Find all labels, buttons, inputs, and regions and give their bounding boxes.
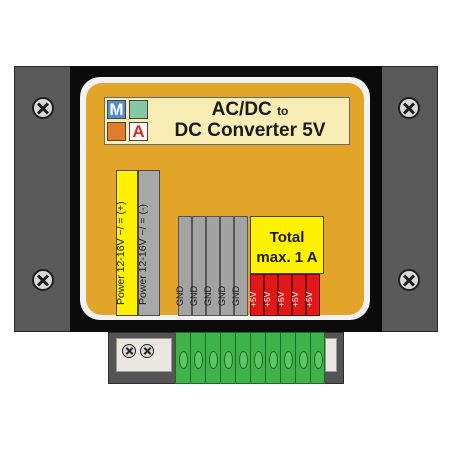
power-positive-label: Power 12-16V ~/ = (+) [115, 201, 127, 305]
gnd-label: GND [175, 286, 185, 306]
screw-icon [32, 97, 54, 119]
connector-pin[interactable] [281, 333, 296, 383]
connector-pin[interactable] [176, 333, 191, 383]
connector-pin[interactable] [311, 333, 326, 383]
v5-strip: +5V [276, 274, 292, 316]
connector-pin[interactable] [296, 333, 311, 383]
v5-strip: +5V [248, 274, 264, 316]
v5-label: +5V [262, 291, 272, 307]
connector-pin[interactable] [236, 333, 251, 383]
connector-slot-icon [193, 351, 203, 369]
screw-icon [398, 97, 420, 119]
screw-icon [398, 269, 420, 291]
connector-slot-icon [253, 351, 263, 369]
connector-pin[interactable] [266, 333, 281, 383]
connector-slot-icon [314, 351, 323, 369]
gnd-label: GND [203, 286, 213, 306]
connector-pin[interactable] [221, 333, 236, 383]
screw-icon [32, 269, 54, 291]
connector-slot-icon [208, 351, 218, 369]
gnd-strip: GND [231, 216, 248, 316]
connector-slot-icon [178, 351, 188, 369]
terminal-end-cap [325, 338, 337, 372]
v5-strip: +5V [304, 274, 320, 316]
v5-label: +5V [248, 291, 258, 307]
terminal-screw-icon[interactable] [140, 344, 154, 358]
total-current-label: Total max. 1 A [250, 216, 324, 274]
gnd-strip: GND [189, 216, 206, 316]
logo-letter-a: A [129, 122, 148, 141]
title-main: AC/DC [211, 99, 272, 120]
brand-logo: M A [104, 97, 154, 145]
gnd-label: GND [189, 286, 199, 306]
power-positive-strip: Power 12-16V ~/ = (+) [115, 170, 138, 316]
connector-slot-icon [298, 351, 308, 369]
connector-slot-icon [283, 351, 293, 369]
connector-slot-icon [238, 351, 248, 369]
v5-label: +5V [304, 291, 314, 307]
logo-green-square [129, 100, 148, 119]
gnd-strip: GND [217, 216, 234, 316]
v5-label: +5V [276, 291, 286, 307]
product-title-line1: AC/DC to [160, 100, 340, 121]
connector-pin[interactable] [206, 333, 221, 383]
logo-letter-m: M [107, 100, 126, 119]
output-connector [175, 332, 325, 384]
product-title-line2: DC Converter 5V [174, 120, 326, 141]
connector-slot-icon [223, 351, 233, 369]
total-line1: Total [269, 229, 305, 246]
total-line2: max. 1 A [256, 249, 318, 266]
terminal-screw-icon[interactable] [122, 344, 136, 358]
gnd-strip: GND [203, 216, 220, 316]
gnd-label: GND [217, 286, 227, 306]
logo-orange-square [107, 122, 126, 141]
power-negative-label: Power 12-16V ~/ = (-) [137, 204, 149, 305]
title-small: to [277, 104, 289, 118]
gnd-label: GND [231, 286, 241, 306]
connector-slot-icon [268, 351, 278, 369]
v5-strip: +5V [290, 274, 306, 316]
power-negative-strip: Power 12-16V ~/ = (-) [137, 170, 160, 316]
connector-pin[interactable] [251, 333, 266, 383]
connector-pin[interactable] [191, 333, 206, 383]
v5-label: +5V [290, 291, 300, 307]
v5-strip: +5V [262, 274, 278, 316]
gnd-strip: GND [175, 216, 192, 316]
